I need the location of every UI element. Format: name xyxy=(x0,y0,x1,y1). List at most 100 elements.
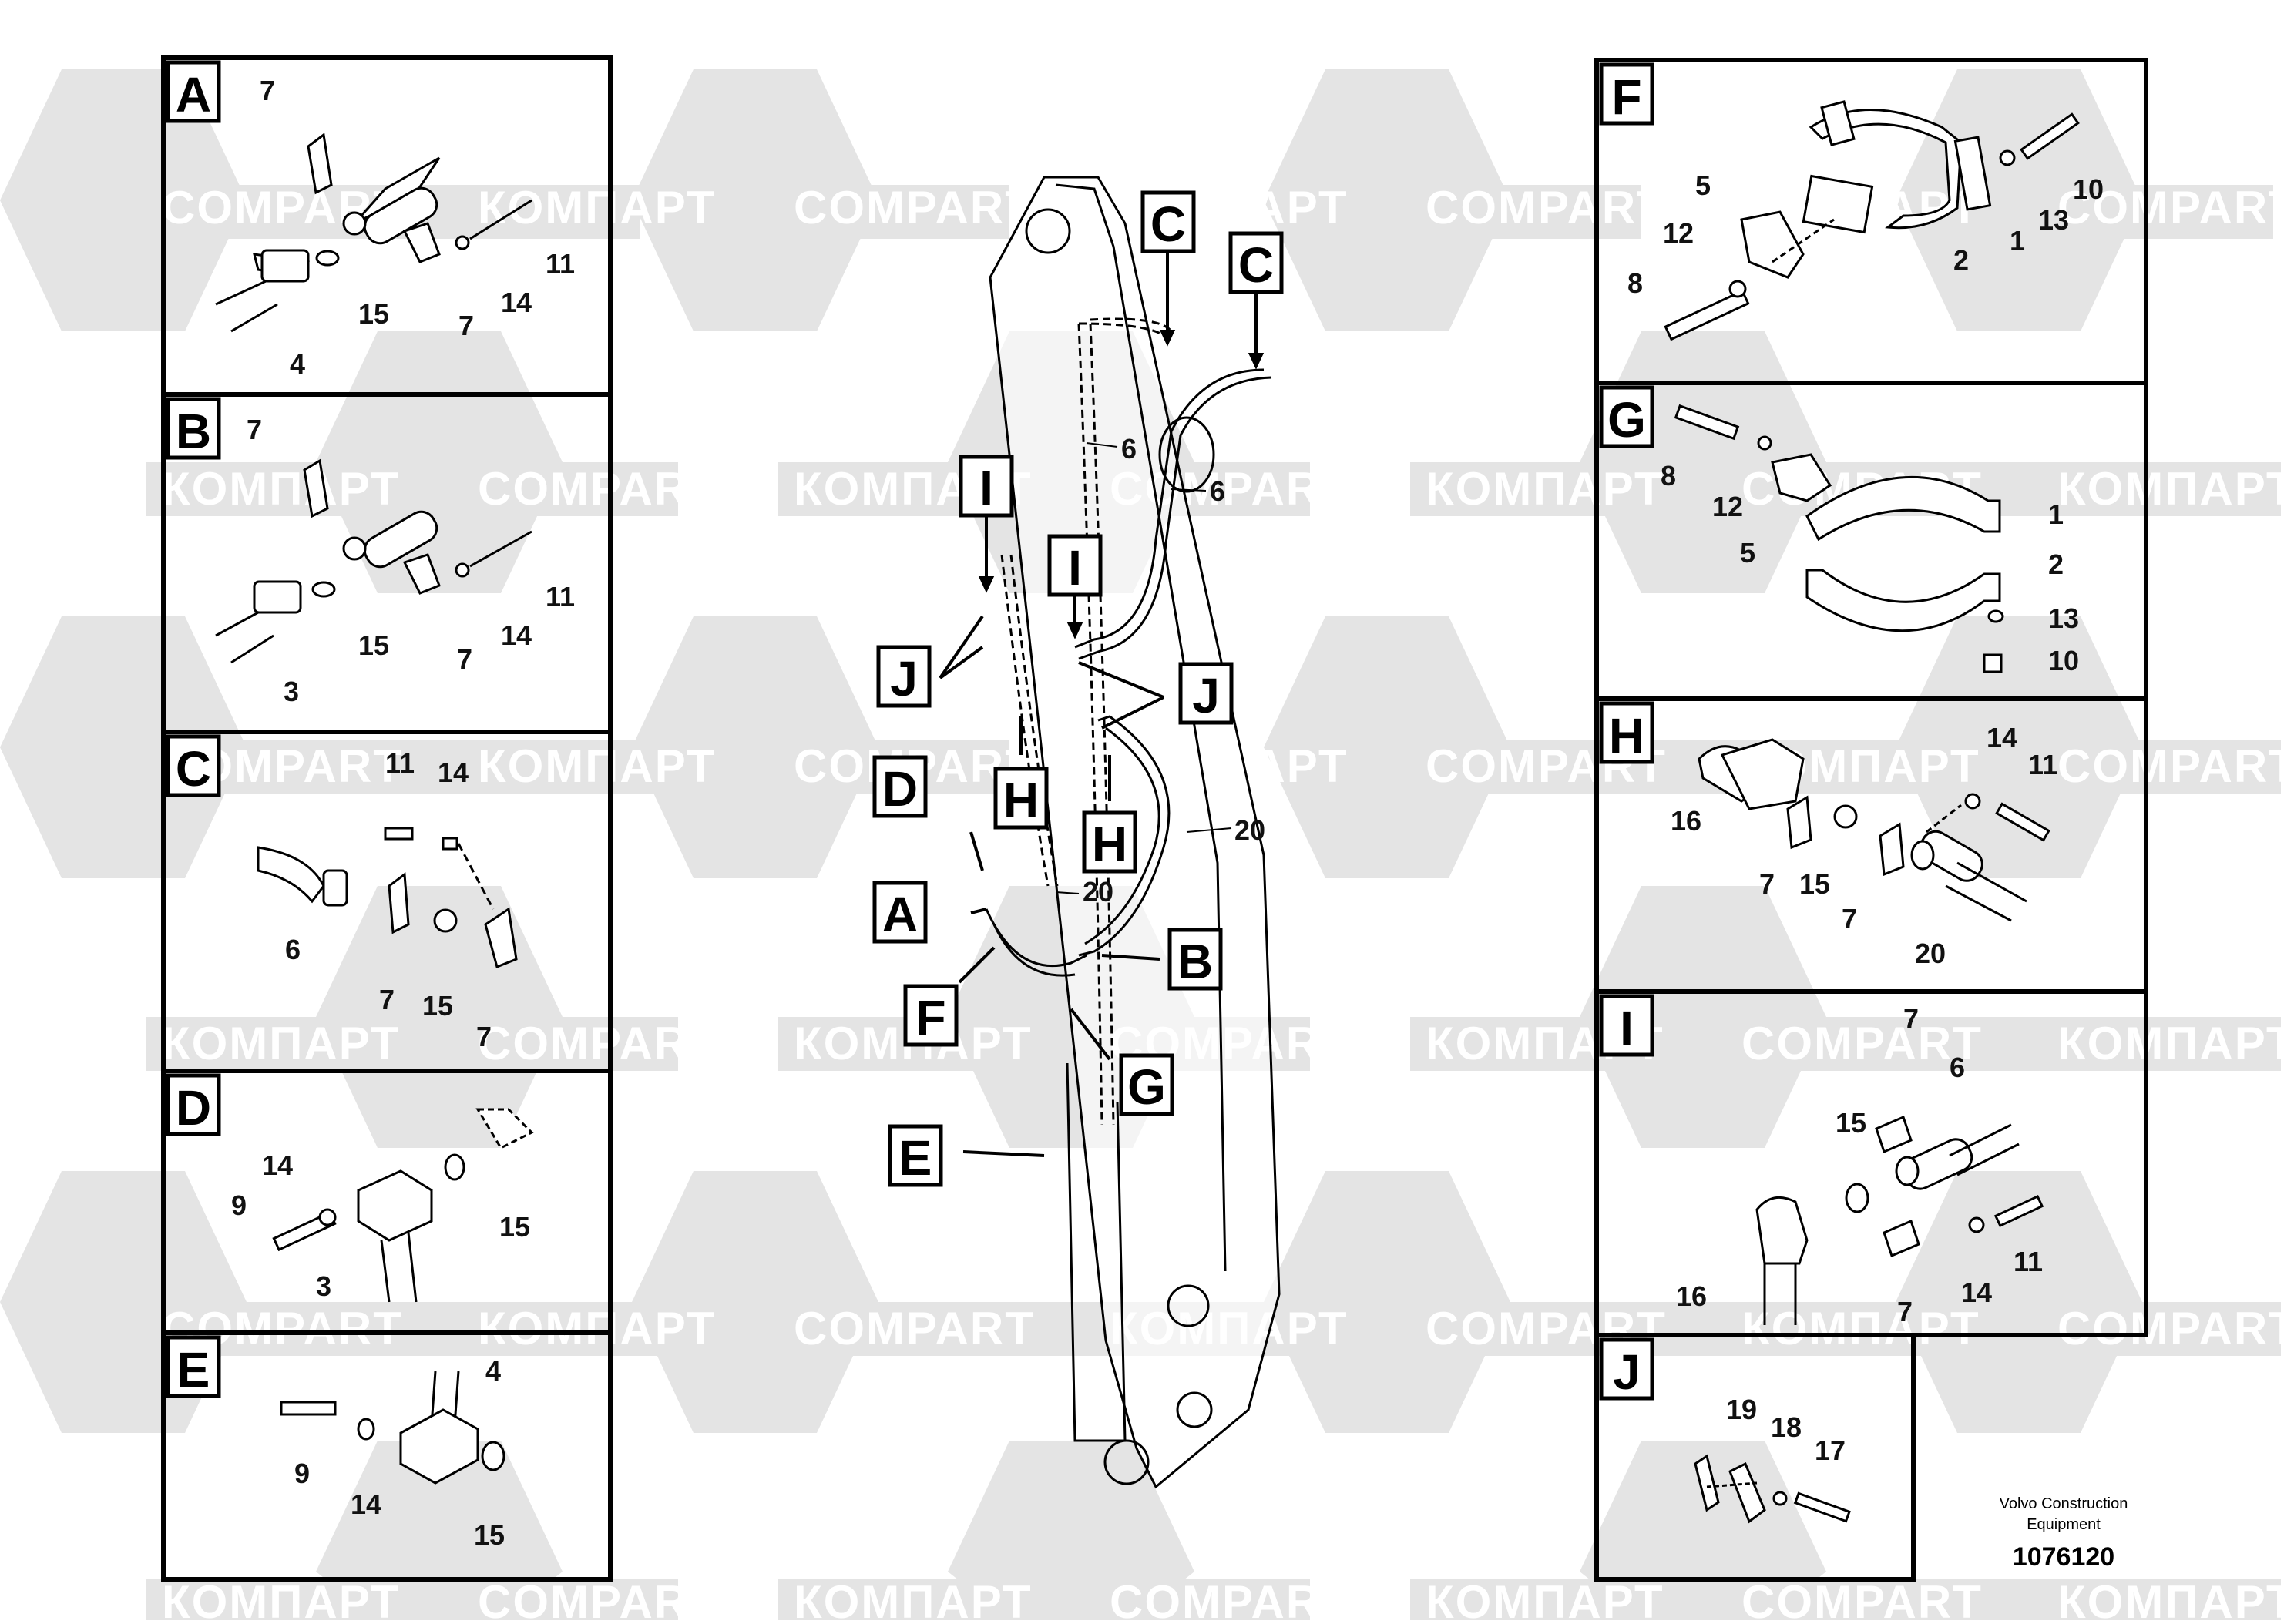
callout-f: F xyxy=(915,990,945,1045)
panel-j-label-18: 18 xyxy=(1771,1411,1802,1443)
watermark-text: КОМПАРТ xyxy=(478,740,717,792)
callout-h-1: H xyxy=(1003,773,1039,828)
panel-b-label-11: 11 xyxy=(546,581,575,612)
panel-h-labels: 16 7 15 7 14 11 20 xyxy=(1671,722,2057,969)
panel-e-labels: 4 9 14 15 xyxy=(294,1355,505,1551)
boom-hoses xyxy=(985,368,1272,977)
panel-i-tag-box xyxy=(1599,994,1654,1057)
panel-c-label-7b: 7 xyxy=(476,1021,492,1052)
watermark-text: КОМПАРТ xyxy=(1741,1303,1980,1354)
panel-a-label-7b: 7 xyxy=(458,310,474,341)
panel-a-tag-box xyxy=(166,60,221,123)
watermark-text: COMPART xyxy=(1110,1576,1351,1620)
watermark-text: КОМПАРТ xyxy=(162,1018,401,1069)
panel-a-label-7a: 7 xyxy=(260,75,275,106)
panel-i-label-7a: 7 xyxy=(1903,1003,1919,1035)
panel-d-label-15: 15 xyxy=(499,1211,530,1243)
panel-c-labels: 11 14 6 7 15 7 xyxy=(285,747,492,1052)
panel-e: E 4 9 14 15 xyxy=(166,1335,505,1551)
watermark-text: КОМПАРТ xyxy=(1426,463,1664,515)
panel-c-label-6: 6 xyxy=(285,934,301,965)
watermark-text: КОМПАРТ xyxy=(2057,463,2294,515)
panel-h-label-20: 20 xyxy=(1915,938,1946,969)
watermark-text: КОМПАРТ xyxy=(478,182,717,233)
panel-e-drawing xyxy=(280,1371,505,1485)
watermark-text: КОМПАРТ xyxy=(794,1576,1033,1620)
panel-i-label-16: 16 xyxy=(1676,1280,1707,1312)
panel-e-label-15: 15 xyxy=(474,1519,505,1551)
panel-d-label-14: 14 xyxy=(262,1149,293,1181)
footer: Volvo Construction Equipment 1076120 xyxy=(2000,1495,2128,1572)
watermark-text: КОМПАРТ xyxy=(1426,1576,1664,1620)
left-panel-column xyxy=(161,55,613,1582)
panel-a: A 7 15 7 14 11 4 xyxy=(166,60,575,380)
panel-f-drawing xyxy=(1664,100,2080,341)
panel-c-tag: C xyxy=(176,741,211,797)
panel-b-drawing xyxy=(215,458,532,664)
callout-g: G xyxy=(1127,1059,1166,1115)
panel-g-label-10: 10 xyxy=(2048,645,2079,676)
panel-i-labels: 7 6 15 16 7 14 11 xyxy=(1676,1003,2043,1327)
watermark-text: COMPART xyxy=(794,1303,1035,1354)
panel-d-tag-box xyxy=(166,1073,221,1136)
boom-label-leaders xyxy=(1055,442,1232,894)
panel-a-label-15: 15 xyxy=(358,298,389,330)
panel-f: F 5 12 8 10 13 1 2 xyxy=(1599,62,2104,341)
panel-g-tag: G xyxy=(1607,392,1646,448)
panel-i-label-15: 15 xyxy=(1836,1107,1866,1139)
watermark-text: COMPART xyxy=(478,1018,719,1069)
panel-f-label-10: 10 xyxy=(2073,173,2104,205)
panel-g-label-13: 13 xyxy=(2048,602,2079,634)
panel-j-label-17: 17 xyxy=(1815,1434,1846,1466)
panel-j-labels: 19 18 17 xyxy=(1726,1394,1846,1466)
panel-a-label-4: 4 xyxy=(290,348,305,380)
panel-g-label-1: 1 xyxy=(2048,498,2064,530)
panel-j-label-19: 19 xyxy=(1726,1394,1757,1425)
panel-h-label-7a: 7 xyxy=(1759,868,1775,900)
panel-a-label-14: 14 xyxy=(501,287,532,318)
panel-e-tag-box xyxy=(166,1335,221,1398)
panel-j-tag: J xyxy=(1613,1344,1641,1400)
panel-c-tag-box xyxy=(166,734,221,797)
callout-d: D xyxy=(882,761,918,817)
panel-f-label-12: 12 xyxy=(1663,217,1694,249)
panel-d-drawing xyxy=(272,1108,534,1303)
panel-i-label-14: 14 xyxy=(1961,1277,1992,1308)
panel-h-tag-box xyxy=(1599,701,1654,764)
panel-c-label-15: 15 xyxy=(422,990,453,1022)
panel-g-label-12: 12 xyxy=(1712,491,1743,522)
panel-b-label-7b: 7 xyxy=(457,643,472,675)
panel-c-label-14: 14 xyxy=(438,757,469,788)
boom-part-labels: 6 6 20 20 xyxy=(1083,433,1265,908)
panel-i-label-6: 6 xyxy=(1950,1052,1965,1083)
watermark-text: КОМПАРТ xyxy=(162,463,401,515)
panel-h-label-14: 14 xyxy=(1987,722,2017,753)
callout-e: E xyxy=(899,1130,932,1186)
panel-f-label-2: 2 xyxy=(1953,244,1969,276)
panel-b-label-15: 15 xyxy=(358,629,389,661)
panel-g-tag-box xyxy=(1599,385,1654,448)
panel-c-label-7a: 7 xyxy=(379,984,395,1015)
callout-b: B xyxy=(1177,934,1213,989)
panel-e-label-9: 9 xyxy=(294,1458,310,1489)
panel-g-labels: 8 12 5 1 2 13 10 xyxy=(1661,460,2079,676)
panel-h-label-15: 15 xyxy=(1799,868,1830,900)
watermark-text: COMPART xyxy=(794,182,1035,233)
callout-j-1: J xyxy=(890,651,918,706)
panel-d-label-9: 9 xyxy=(231,1189,247,1221)
watermark-text: КОМПАРТ xyxy=(162,1576,401,1620)
footer-company-line2: Equipment xyxy=(2027,1516,2101,1533)
boom-label-20a: 20 xyxy=(1234,814,1265,846)
watermark-text: КОМПАРТ xyxy=(2057,1576,2294,1620)
panel-d-label-3: 3 xyxy=(316,1270,331,1302)
panel-d: D 14 9 3 15 xyxy=(166,1073,534,1303)
panel-b-tag: B xyxy=(176,404,211,459)
callout-i-2: I xyxy=(1068,540,1082,596)
panel-c-label-11: 11 xyxy=(385,747,415,779)
panel-e-tag: E xyxy=(177,1342,210,1398)
panel-i-label-7b: 7 xyxy=(1897,1296,1913,1327)
panel-f-label-13: 13 xyxy=(2038,204,2069,236)
panel-h-label-7b: 7 xyxy=(1842,903,1857,934)
watermark-text: COMPART xyxy=(2057,182,2294,233)
